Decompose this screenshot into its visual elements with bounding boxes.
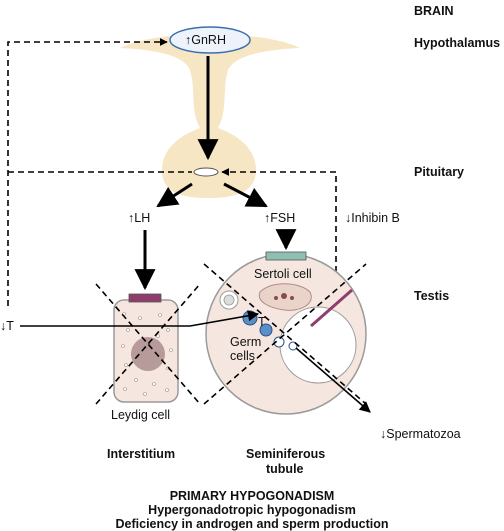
leydig-cross-b xyxy=(95,283,201,405)
tubule-cross-b xyxy=(203,263,367,405)
testis-label: Testis xyxy=(414,289,450,303)
lh-diagonal-arrow xyxy=(156,182,193,208)
fsh-label: ↑FSH xyxy=(264,211,296,225)
inhibin-b-label: ↓Inhibin B xyxy=(345,211,400,225)
fsh-diagonal-arrow xyxy=(223,182,268,208)
germ-cell-4 xyxy=(288,341,298,351)
caption-subtitle: Hypergonadotropic hypogonadism xyxy=(148,503,356,517)
germ-cell-3 xyxy=(273,336,285,348)
leydig-cell-label: Leydig cell xyxy=(111,408,171,422)
hypothalamus-label: Hypothalamus xyxy=(414,36,501,50)
testosterone-label: ↓T xyxy=(0,319,14,333)
germ-cells-label-line2: cells xyxy=(230,349,256,363)
lh-receptor xyxy=(128,293,162,303)
inhibin-feedback-line xyxy=(221,168,337,272)
hypothalamus-pituitary-gland xyxy=(120,34,300,198)
germ-cell-2 xyxy=(259,323,273,337)
spermatozoa-label: ↓Spermatozoa xyxy=(380,427,461,441)
leydig-granules xyxy=(121,312,173,396)
gnrh-label: ↑GnRH xyxy=(185,33,226,47)
pituitary-label: Pituitary xyxy=(414,165,465,179)
testosterone-feedback-line xyxy=(7,38,168,306)
seminiferous-label-line2: tubule xyxy=(266,462,304,476)
germ-cell-1 xyxy=(242,310,258,326)
germ-cells-label-line1: Germ xyxy=(230,335,262,349)
leydig-cross-a xyxy=(95,283,201,405)
caption-description: Deficiency in androgen and sperm product… xyxy=(115,517,389,531)
interstitium-label: Interstitium xyxy=(107,447,176,461)
testosterone-local-label: T xyxy=(258,315,266,329)
leydig-nucleus xyxy=(131,337,165,371)
spermatozoa-arrow xyxy=(295,347,371,413)
seminiferous-label-line1: Seminiferous xyxy=(246,447,326,461)
pituitary-oval xyxy=(193,167,219,177)
fsh-receptor xyxy=(265,251,307,261)
tubule-cross-a xyxy=(203,263,367,405)
sertoli-cell-label: Sertoli cell xyxy=(254,267,312,281)
tubule-membrane-stripe xyxy=(310,288,353,328)
lh-label: ↑LH xyxy=(128,211,151,225)
caption-title: PRIMARY HYPOGONADISM xyxy=(169,489,335,503)
brain-label: BRAIN xyxy=(414,4,454,18)
testosterone-arrow xyxy=(20,310,260,327)
gnrh-oval xyxy=(169,26,251,54)
